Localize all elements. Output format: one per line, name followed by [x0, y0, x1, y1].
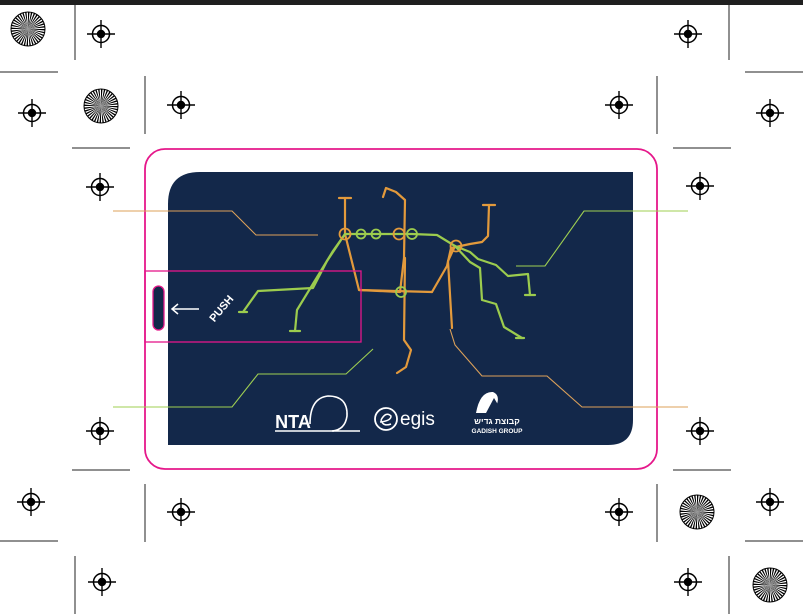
registration-mark-icon	[755, 98, 785, 128]
station-icon	[392, 227, 406, 241]
metro-map	[237, 186, 537, 375]
station-icon	[449, 239, 463, 253]
registration-mark-icon	[17, 98, 47, 128]
gadish-hebrew-name: קבוצת גדיש	[474, 416, 520, 426]
registration-mark-icon	[166, 497, 196, 527]
egis-wordmark: egis	[400, 409, 435, 430]
card-face	[168, 172, 633, 445]
station-icon	[370, 228, 382, 240]
nta-logo-icon: NTA	[275, 395, 360, 432]
registration-mark-icon	[673, 567, 703, 597]
registration-mark-icon	[166, 90, 196, 120]
egis-logo-icon: egis	[374, 407, 435, 431]
registration-mark-icon	[85, 172, 115, 202]
gadish-english-name: GADISH GROUP	[472, 428, 524, 435]
registration-mark-icon	[86, 19, 116, 49]
gadish-logo-icon: קבוצת גדיש GADISH GROUP	[472, 391, 524, 435]
registration-mark-icon	[604, 497, 634, 527]
push-slot	[152, 285, 165, 331]
station-icon	[355, 228, 367, 240]
top-edge-bar	[0, 0, 803, 5]
starburst-target-icon	[83, 88, 119, 124]
station-icon	[406, 228, 418, 240]
registration-mark-icon	[16, 487, 46, 517]
registration-mark-icon	[685, 171, 715, 201]
station-icon	[395, 286, 407, 298]
registration-mark-icon	[85, 416, 115, 446]
starburst-target-icon	[679, 494, 715, 530]
registration-mark-icon	[87, 567, 117, 597]
nta-wordmark: NTA	[275, 412, 311, 432]
registration-mark-icon	[755, 487, 785, 517]
registration-mark-icon	[685, 416, 715, 446]
starburst-target-icon	[752, 567, 788, 603]
push-arrow-icon	[170, 303, 199, 315]
registration-mark-icon	[604, 90, 634, 120]
metro-line-green	[237, 232, 537, 340]
push-window-outline	[144, 270, 362, 343]
station-icon	[338, 227, 352, 241]
registration-mark-icon	[673, 19, 703, 49]
starburst-target-icon	[10, 11, 46, 47]
callout-leaders	[113, 210, 688, 408]
crop-lines	[0, 5, 803, 614]
